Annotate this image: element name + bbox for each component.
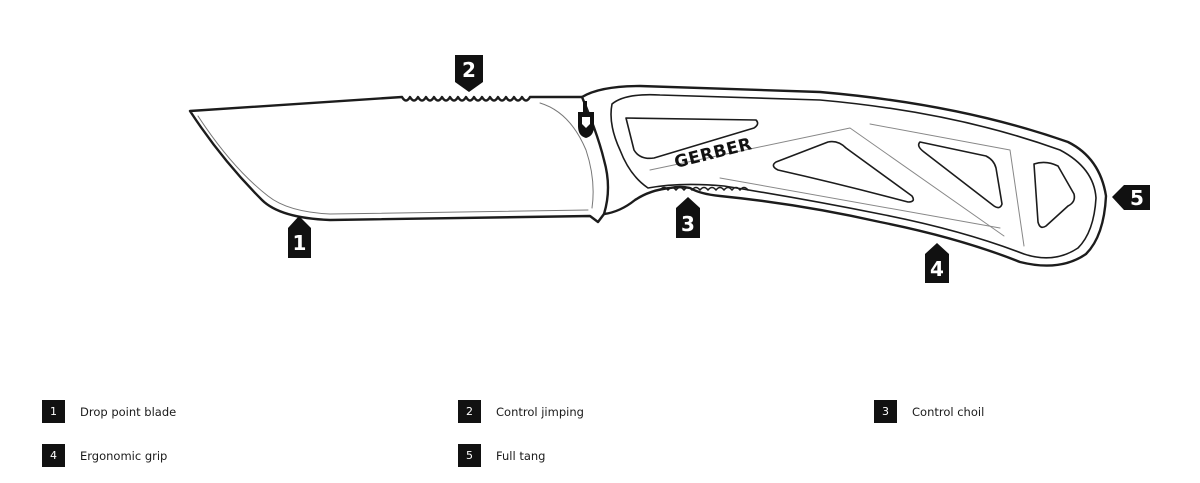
callout-5: 5 — [1112, 185, 1150, 210]
callout-2: 2 — [455, 55, 483, 92]
legend-label-5: Full tang — [496, 448, 546, 463]
legend-item-4: 4 Ergonomic grip — [42, 444, 458, 467]
legend-label-3: Control choil — [912, 404, 985, 419]
legend-badge-3: 3 — [874, 400, 897, 423]
callout-1-number: 1 — [293, 231, 307, 255]
feature-legend: 1 Drop point blade 2 Control jimping 3 C… — [42, 400, 1182, 467]
legend-badge-2: 2 — [458, 400, 481, 423]
legend-item-3: 3 Control choil — [874, 400, 1174, 423]
callout-3-number: 3 — [681, 212, 695, 236]
legend-badge-5: 5 — [458, 444, 481, 467]
legend-badge-4: 4 — [42, 444, 65, 467]
legend-label-1: Drop point blade — [80, 404, 177, 419]
gerber-logo-icon — [578, 101, 594, 138]
knife-handle — [580, 84, 1108, 267]
callout-4-number: 4 — [930, 257, 944, 281]
legend-label-4: Ergonomic grip — [80, 448, 168, 463]
knife-diagram: GERBER 1 2 3 4 5 — [188, 55, 1150, 283]
legend-item-5: 5 Full tang — [458, 444, 874, 467]
callout-2-number: 2 — [462, 58, 476, 82]
callout-3: 3 — [676, 197, 700, 238]
callout-4: 4 — [925, 243, 949, 283]
legend-item-2: 2 Control jimping — [458, 400, 874, 423]
callout-1: 1 — [288, 216, 311, 258]
legend-badge-1: 1 — [42, 400, 65, 423]
knife-blade — [188, 95, 610, 224]
legend-label-2: Control jimping — [496, 404, 584, 419]
callout-5-number: 5 — [1130, 186, 1144, 210]
legend-item-1: 1 Drop point blade — [42, 400, 458, 423]
